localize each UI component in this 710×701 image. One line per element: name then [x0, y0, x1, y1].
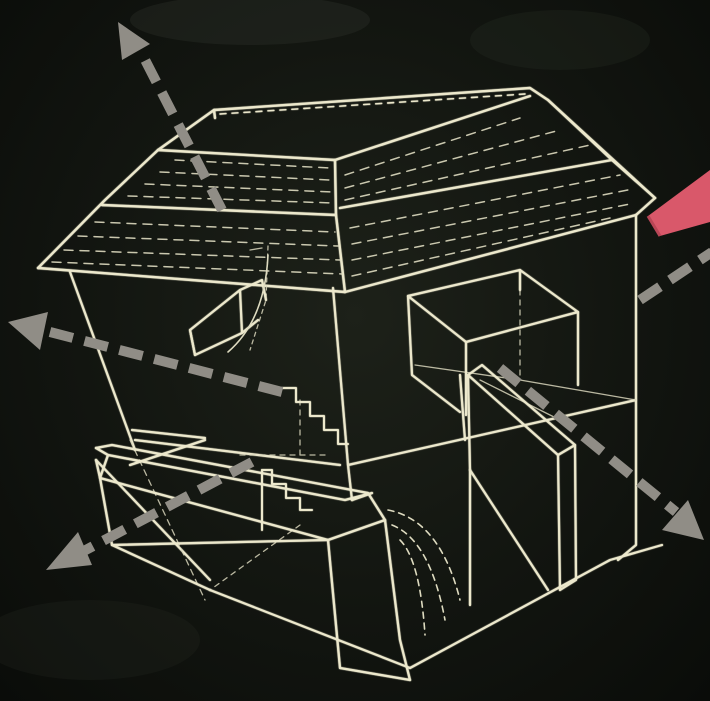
right-long-beam	[466, 363, 578, 592]
arrow-right-partial-icon	[637, 247, 710, 305]
arrow-down-left-icon	[46, 457, 255, 570]
arrow-left-icon	[8, 312, 284, 397]
arrow-up-left-icon	[118, 22, 227, 213]
board-smudges	[130, 0, 370, 45]
door-arc-upper	[227, 254, 269, 353]
house-walls	[68, 213, 664, 670]
red-chalk-marker	[646, 170, 710, 237]
hidden-lines	[129, 245, 637, 601]
staircase	[261, 387, 349, 531]
arched-doorway	[387, 509, 461, 636]
right-box-volume	[406, 268, 580, 417]
arrow-down-right-icon	[496, 364, 704, 540]
roof-shingles	[51, 117, 631, 277]
view-arrows	[8, 22, 710, 570]
roof	[36, 86, 657, 294]
